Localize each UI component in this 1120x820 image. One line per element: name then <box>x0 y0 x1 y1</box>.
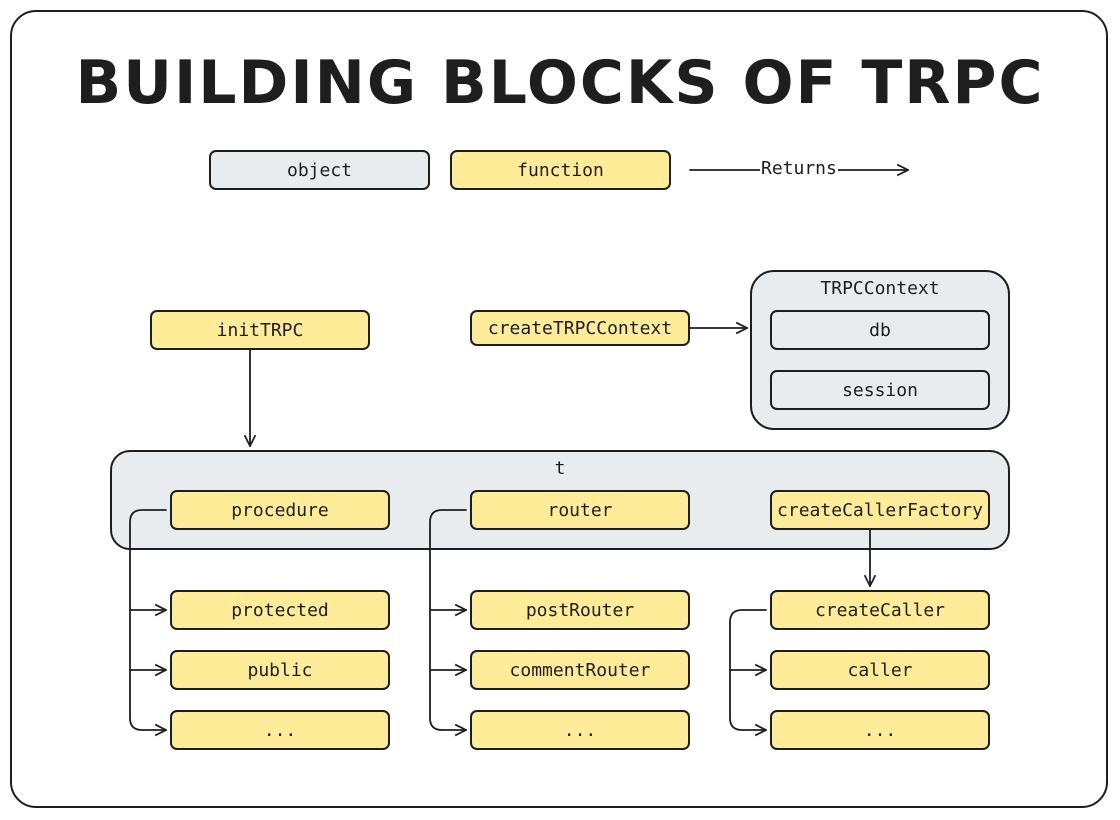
node-protected: protected <box>170 590 390 630</box>
node-procedure: procedure <box>170 490 390 530</box>
node-caller: caller <box>770 650 990 690</box>
diagram-frame <box>10 10 1108 808</box>
node-router-more: ... <box>470 710 690 750</box>
node-create-caller: createCaller <box>770 590 990 630</box>
node-post-router: postRouter <box>470 590 690 630</box>
node-create-caller-factory: createCallerFactory <box>770 490 990 530</box>
t-label: t <box>554 458 566 479</box>
legend-returns-label: Returns <box>760 158 838 180</box>
node-caller-more: ... <box>770 710 990 750</box>
node-init-trpc: initTRPC <box>150 310 370 350</box>
node-create-trpc-context: createTRPCContext <box>470 310 690 346</box>
diagram-title: BUILDING BLOCKS OF TRPC <box>75 48 1045 118</box>
node-db: db <box>770 310 990 350</box>
node-router: router <box>470 490 690 530</box>
legend-object: object <box>209 150 430 190</box>
trpc-context-label: TRPCContext <box>820 278 940 299</box>
legend-function: function <box>450 150 671 190</box>
bracket-router <box>429 509 466 730</box>
node-procedure-more: ... <box>170 710 390 750</box>
bracket-procedure <box>129 509 166 730</box>
node-public: public <box>170 650 390 690</box>
node-comment-router: commentRouter <box>470 650 690 690</box>
node-session: session <box>770 370 990 410</box>
